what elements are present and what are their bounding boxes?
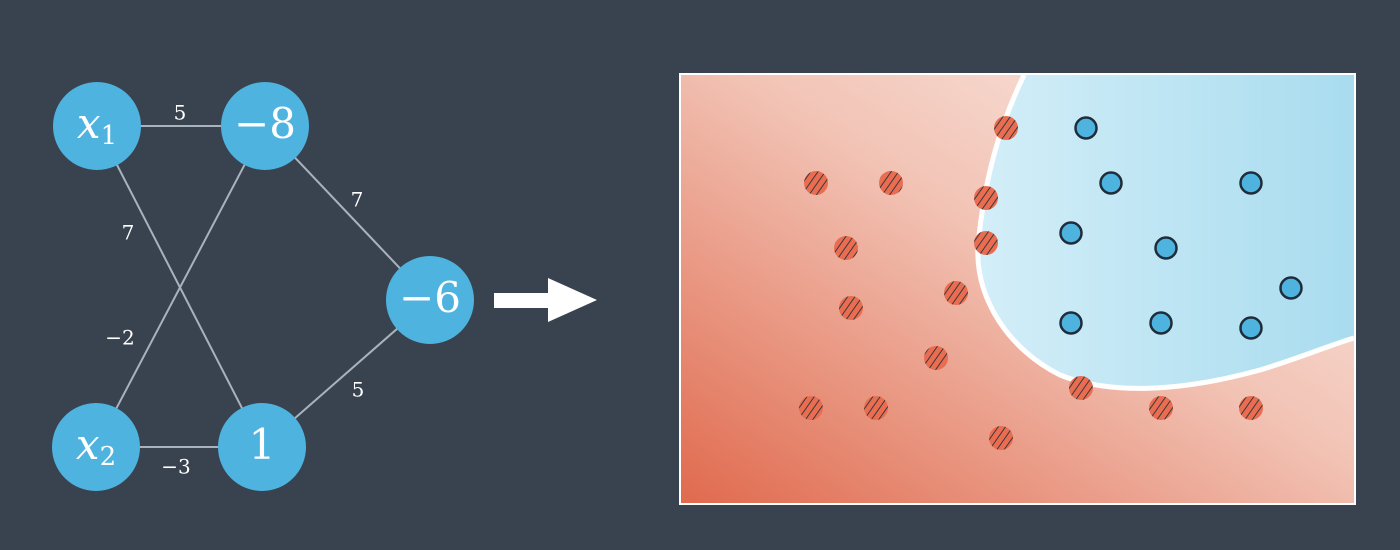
node-x2: x2	[52, 403, 140, 491]
node-circle	[53, 82, 141, 170]
node-h2: 1	[218, 403, 306, 491]
node-circle	[221, 82, 309, 170]
network-weight-labels: 5 7 −2 −3 7 5	[105, 101, 364, 479]
node-circle	[218, 403, 306, 491]
red-point-7	[944, 281, 968, 305]
blue-point-3	[1239, 171, 1263, 195]
node-circle	[52, 403, 140, 491]
blue-class-region	[977, 75, 1354, 389]
weight-label-x2-h1: −2	[105, 326, 134, 350]
node-label-h1: −8	[234, 99, 296, 148]
blue-point-5	[1154, 236, 1178, 260]
node-h1: −8	[221, 82, 309, 170]
edge-x2-h1	[95, 125, 266, 448]
red-point-8	[839, 296, 863, 320]
decision-boundary-line	[975, 75, 1354, 391]
red-point-14	[1149, 396, 1173, 420]
weight-label-h2-out: 5	[352, 378, 365, 402]
node-label-x1: x1	[77, 99, 117, 151]
red-point-15	[1239, 396, 1263, 420]
blue-point-7	[1059, 311, 1083, 335]
red-point-5	[834, 236, 858, 260]
node-label-out: −6	[399, 273, 461, 322]
blue-point-1	[1074, 116, 1098, 140]
weight-label-x1-h1: 5	[174, 101, 187, 125]
network-nodes: x1 x2 −8 1 −6	[52, 82, 474, 491]
node-circle	[386, 256, 474, 344]
red-point-11	[864, 396, 888, 420]
decision-boundary-plot	[679, 73, 1356, 505]
red-point-4	[994, 116, 1018, 140]
blue-point-9	[1239, 316, 1263, 340]
weight-label-x1-h2: 7	[122, 221, 135, 245]
blue-point-2	[1099, 171, 1123, 195]
right-arrow-icon	[494, 278, 597, 322]
weight-label-h1-out: 7	[351, 188, 364, 212]
network-edges	[95, 125, 431, 448]
red-point-9	[924, 346, 948, 370]
red-point-3	[974, 186, 998, 210]
plot-points	[799, 116, 1303, 450]
red-point-6	[974, 231, 998, 255]
weight-label-x2-h2: −3	[161, 455, 190, 479]
red-point-1	[804, 171, 828, 195]
red-point-10	[799, 396, 823, 420]
red-point-2	[879, 171, 903, 195]
red-point-13	[1069, 376, 1093, 400]
blue-point-8	[1149, 311, 1173, 335]
blue-point-6	[1279, 276, 1303, 300]
node-out: −6	[386, 256, 474, 344]
node-x1: x1	[53, 82, 141, 170]
node-label-x2: x2	[76, 420, 116, 472]
red-point-12	[989, 426, 1013, 450]
node-label-h2: 1	[249, 420, 276, 469]
blue-point-4	[1059, 221, 1083, 245]
